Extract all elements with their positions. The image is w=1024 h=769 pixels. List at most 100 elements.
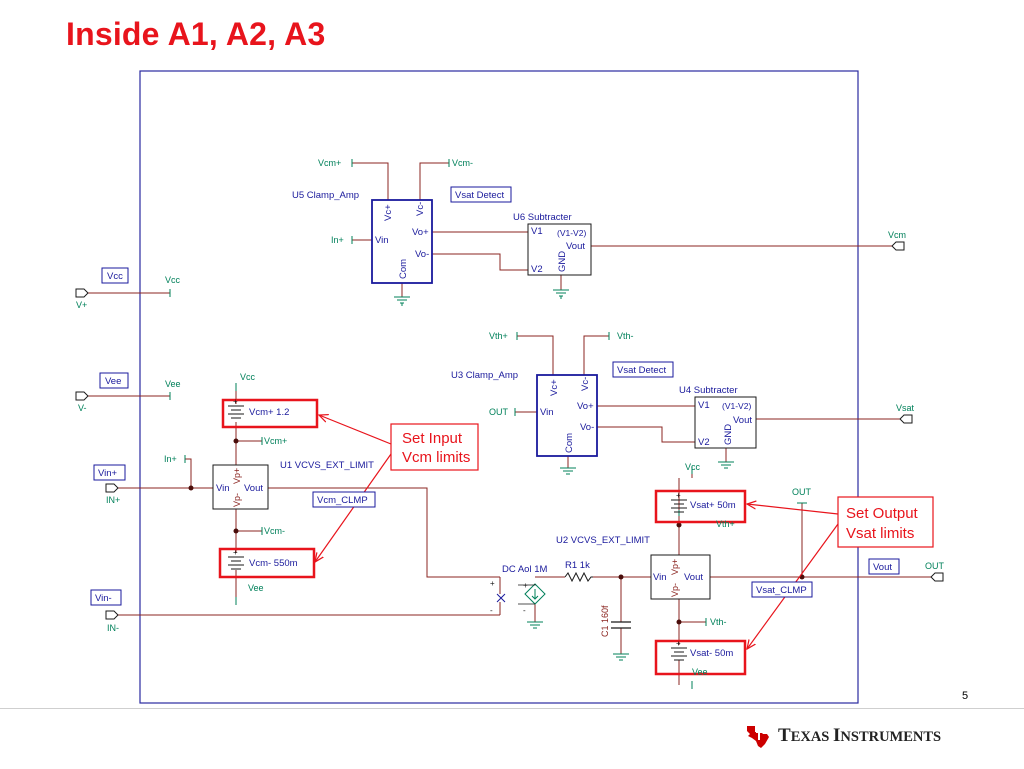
u5-clamp-amp: [371, 199, 433, 284]
u1-pin-vpp: Vp+: [232, 468, 242, 484]
svg-text:-: -: [523, 606, 526, 615]
svg-text:+: +: [676, 639, 681, 648]
net-in-minus-port: IN-: [107, 623, 119, 633]
input-callout-box: [390, 423, 479, 471]
u4-pin-v2: V2: [698, 437, 710, 448]
boxed-label-vcm-clmp: Vcm_CLMP: [317, 495, 368, 506]
u3-pin-vcp: Vc+: [549, 379, 560, 396]
u5-pin-vin: Vin: [375, 235, 389, 246]
svg-text:+: +: [233, 397, 238, 406]
u3-clamp-amp: [536, 374, 598, 457]
schematic-diagram: Vcc Vee Vin+ Vin- Vsat Detect Vsat Detec…: [75, 70, 945, 704]
u3-pin-com: Com: [564, 433, 575, 453]
boxed-label-vsat-detect-1: Vsat Detect: [455, 190, 504, 201]
battery-icon: [228, 405, 244, 419]
u2-pin-vin: Vin: [653, 572, 667, 583]
net-vth-plus: Vth+: [489, 331, 508, 341]
boxed-label-vout: Vout: [873, 562, 892, 573]
u1-ref-label: U1 VCVS_EXT_LIMIT: [280, 460, 374, 471]
ground-icon: [560, 467, 576, 475]
u1-pin-vout: Vout: [244, 483, 263, 494]
u3-pin-vom: Vo-: [580, 422, 594, 433]
ground-icon: [613, 653, 629, 661]
net-vee-3: Vee: [692, 667, 708, 677]
svg-text:+: +: [490, 579, 495, 588]
u6-pin-v1: V1: [531, 226, 543, 237]
u5-pin-vcm: Vc-: [415, 202, 426, 216]
r1-label: R1 1k: [565, 560, 590, 571]
dc-aol-label: DC Aol 1M: [502, 564, 547, 575]
u3-pin-vcm: Vc-: [580, 377, 591, 391]
net-vcc-2: Vcc: [240, 372, 256, 382]
footer-bar: [0, 708, 1024, 769]
net-vcc-3: Vcc: [685, 462, 701, 472]
boxed-label-vsat-detect-2: Vsat Detect: [617, 365, 666, 376]
vcm-plus-highlight: [221, 398, 319, 429]
net-out-2: OUT: [792, 487, 812, 497]
u4-pin-gnd: GND: [723, 424, 734, 445]
battery-vcm-minus-label: Vcm- 550m: [249, 558, 298, 569]
net-in-plus: In+: [331, 235, 344, 245]
u5-pin-vom: Vo-: [415, 249, 429, 260]
net-in-plus-2: In+: [164, 454, 177, 464]
u3-pin-vop: Vo+: [577, 401, 594, 412]
u6-pin-v2: V2: [531, 264, 543, 275]
input-callout-line1: Set Input: [402, 430, 463, 447]
battery-vsat-plus-label: Vsat+ 50m: [690, 500, 736, 511]
battery-icon: [671, 647, 687, 661]
net-vcm-minus: Vcm-: [452, 158, 473, 168]
u5-pin-vop: Vo+: [412, 227, 429, 238]
u1-pin-vin: Vin: [216, 483, 230, 494]
u6-pin-vout: Vout: [566, 241, 585, 252]
net-vcm: Vcm: [888, 230, 906, 240]
u4-pin-vout: Vout: [733, 415, 752, 426]
battery-vcm-plus-label: Vcm+ 1.2: [249, 407, 289, 418]
boxed-label-frames: [90, 186, 900, 606]
callout-highlights: [218, 398, 747, 676]
svg-text:+: +: [233, 548, 238, 557]
output-callout-box: [837, 496, 934, 548]
net-vth-minus-2: Vth-: [710, 617, 727, 627]
wires: [84, 162, 935, 685]
ti-logo: TEXAS INSTRUMENTS: [744, 722, 941, 750]
net-in-plus-port: IN+: [106, 495, 120, 505]
u5-ref-label: U5 Clamp_Amp: [292, 190, 359, 201]
c1-label: C1 160f: [600, 605, 610, 637]
vcm-minus-highlight: [218, 547, 316, 579]
resistor-r1: [564, 571, 593, 583]
vsat-minus-highlight: [654, 639, 747, 676]
u2-pin-vout: Vout: [684, 572, 703, 583]
net-vee: Vee: [165, 379, 181, 389]
u2-vcvs: [650, 554, 711, 600]
u2-pin-vpm: Vp-: [670, 583, 680, 597]
net-out: OUT: [489, 407, 509, 417]
boxed-label-vin-plus: Vin+: [98, 468, 118, 479]
in-minus-port-icon: [105, 610, 119, 620]
u3-ref-label: U3 Clamp_Amp: [451, 370, 518, 381]
u6-ref-label: U6 Subtracter: [513, 212, 572, 223]
svg-text:+: +: [676, 491, 681, 500]
slide-title: Inside A1, A2, A3: [66, 16, 326, 52]
boxed-label-vee: Vee: [105, 376, 121, 387]
u4-ref-label: U4 Subtracter: [679, 385, 738, 396]
net-ticks: [169, 159, 807, 689]
net-vcm-plus-2: Vcm+: [264, 436, 287, 446]
vsat-port-icon: [899, 414, 913, 424]
dc-aol-source: [496, 577, 546, 615]
battery-icon: [671, 499, 687, 513]
output-callout-line2: Vsat limits: [846, 525, 914, 542]
battery-icon: [228, 556, 244, 570]
capacitor-c1: [611, 621, 631, 629]
u2-pin-vpp: Vp+: [670, 559, 680, 575]
net-vsat: Vsat: [896, 403, 915, 413]
boxed-label-vin-minus: Vin-: [95, 593, 112, 604]
texas-state-logo-icon: [747, 726, 769, 748]
batteries: [228, 405, 687, 661]
vsat-plus-highlight: [654, 489, 747, 524]
boxed-label-vcc: Vcc: [107, 271, 123, 282]
boxed-label-vsat-clmp: Vsat_CLMP: [756, 585, 807, 596]
net-vee-2: Vee: [248, 583, 264, 593]
u6-function: (V1-V2): [557, 228, 586, 238]
v-plus-port-icon: [75, 288, 89, 298]
svg-text:+: +: [523, 581, 528, 590]
